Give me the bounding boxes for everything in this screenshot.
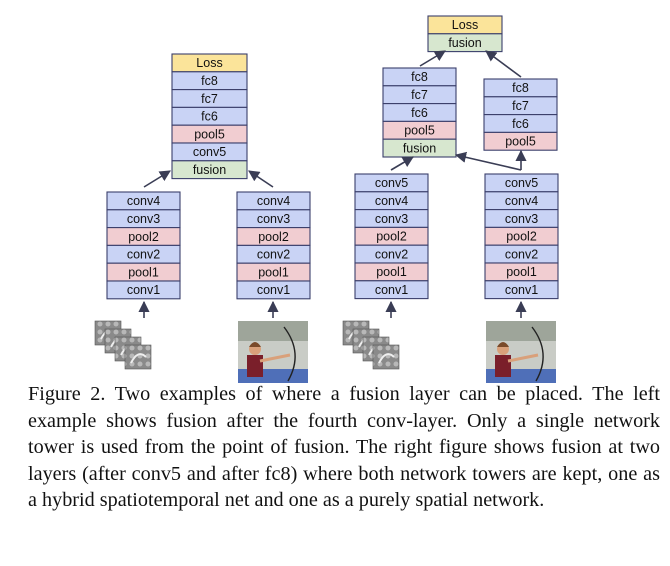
flow-frame xyxy=(124,344,152,370)
layer-label-fc7: fc7 xyxy=(201,92,218,106)
flow-frame xyxy=(372,344,400,370)
caption-text: Two examples of where a fusion layer can… xyxy=(28,383,660,512)
layer-label-pool2: pool2 xyxy=(506,230,537,244)
left-tower-a: conv4 conv3 pool2 conv2 pool1 conv1 xyxy=(106,191,181,300)
left-arrow-a-to-fusion xyxy=(143,170,171,188)
left-tower-b: conv4 conv3 pool2 conv2 pool1 conv1 xyxy=(236,191,311,300)
layer-label-conv1: conv1 xyxy=(257,283,290,297)
right-mid-stack-a: fc8 fc7 fc6 pool5 fusion xyxy=(382,67,457,158)
caption-label: Figure 2. xyxy=(28,383,106,405)
right-arrow-a-to-mid-fusion xyxy=(390,156,414,171)
figure-caption: Figure 2. Two examples of where a fusion… xyxy=(28,381,660,514)
layer-label-conv3: conv3 xyxy=(505,212,538,226)
right-top-stack: Loss fusion xyxy=(427,15,503,53)
right-arrow-a-to-top-fusion xyxy=(419,50,446,67)
layer-label-fc8: fc8 xyxy=(201,74,218,88)
layer-box-fusion xyxy=(382,138,457,158)
layer-label-conv3: conv3 xyxy=(127,212,160,226)
left-top-stack: Loss fc8 fc7 fc6 pool5 conv5 fusion xyxy=(171,53,248,180)
layer-box-conv1 xyxy=(484,280,559,300)
layer-label-Loss: Loss xyxy=(452,18,478,32)
layer-label-fusion: fusion xyxy=(403,141,436,155)
layer-box-conv1 xyxy=(106,280,181,300)
layer-label-conv3: conv3 xyxy=(375,212,408,226)
layer-label-conv1: conv1 xyxy=(505,283,538,297)
right-arrow-b-to-mid-fusion xyxy=(454,151,522,171)
layer-label-conv2: conv2 xyxy=(505,247,538,261)
layer-label-conv5: conv5 xyxy=(375,176,408,190)
layer-label-conv1: conv1 xyxy=(127,283,160,297)
fusion-diagram: Loss fc8 fc7 fc6 pool5 conv5 fusion conv4 conv3 p… xyxy=(94,15,559,383)
right-tower-a: conv5 conv4 conv3 pool2 conv2 pool1 conv1 xyxy=(354,173,429,300)
layer-box-fusion xyxy=(171,160,248,180)
left-arrow-b-to-fusion xyxy=(248,170,274,188)
layer-label-fc7: fc7 xyxy=(411,88,428,102)
right-input-rgb xyxy=(486,321,556,383)
layer-label-fc8: fc8 xyxy=(411,70,428,84)
left-input-rgb xyxy=(238,321,308,383)
right-input-flow xyxy=(342,320,400,370)
layer-label-fc6: fc6 xyxy=(411,106,428,120)
layer-label-conv4: conv4 xyxy=(257,194,290,208)
layer-label-conv2: conv2 xyxy=(257,248,290,262)
right-arrow-b-to-top-fusion xyxy=(485,50,522,78)
layer-label-pool5: pool5 xyxy=(505,135,536,149)
layer-label-pool5: pool5 xyxy=(194,127,225,141)
layer-label-conv4: conv4 xyxy=(375,194,408,208)
layer-label-conv5: conv5 xyxy=(193,145,226,159)
left-input-flow xyxy=(94,320,152,370)
layer-label-conv5: conv5 xyxy=(505,176,538,190)
layer-label-pool5: pool5 xyxy=(404,124,435,138)
layer-label-Loss: Loss xyxy=(196,56,222,70)
layer-label-conv1: conv1 xyxy=(375,283,408,297)
layer-label-conv2: conv2 xyxy=(375,247,408,261)
layer-box-fusion xyxy=(427,33,503,53)
layer-label-pool1: pool1 xyxy=(506,265,537,279)
layer-box-conv1 xyxy=(236,280,311,300)
layer-box-conv1 xyxy=(354,280,429,300)
right-tower-b: conv5 conv4 conv3 pool2 conv2 pool1 conv1 xyxy=(484,173,559,300)
layer-label-conv2: conv2 xyxy=(127,248,160,262)
layer-label-fusion: fusion xyxy=(193,163,226,177)
right-mid-stack-b: fc8 fc7 fc6 pool5 xyxy=(483,78,558,151)
layer-label-conv3: conv3 xyxy=(257,212,290,226)
layer-label-pool1: pool1 xyxy=(128,265,159,279)
layer-label-pool1: pool1 xyxy=(258,265,289,279)
layer-label-conv4: conv4 xyxy=(505,194,538,208)
layer-label-fusion: fusion xyxy=(448,36,481,50)
layer-label-fc6: fc6 xyxy=(512,117,529,131)
layer-label-fc6: fc6 xyxy=(201,110,218,124)
layer-label-pool2: pool2 xyxy=(258,230,289,244)
layer-label-conv4: conv4 xyxy=(127,194,160,208)
layer-label-fc7: fc7 xyxy=(512,99,529,113)
layer-label-pool2: pool2 xyxy=(128,230,159,244)
layer-label-fc8: fc8 xyxy=(512,81,529,95)
layer-label-pool2: pool2 xyxy=(376,230,407,244)
layer-label-pool1: pool1 xyxy=(376,265,407,279)
